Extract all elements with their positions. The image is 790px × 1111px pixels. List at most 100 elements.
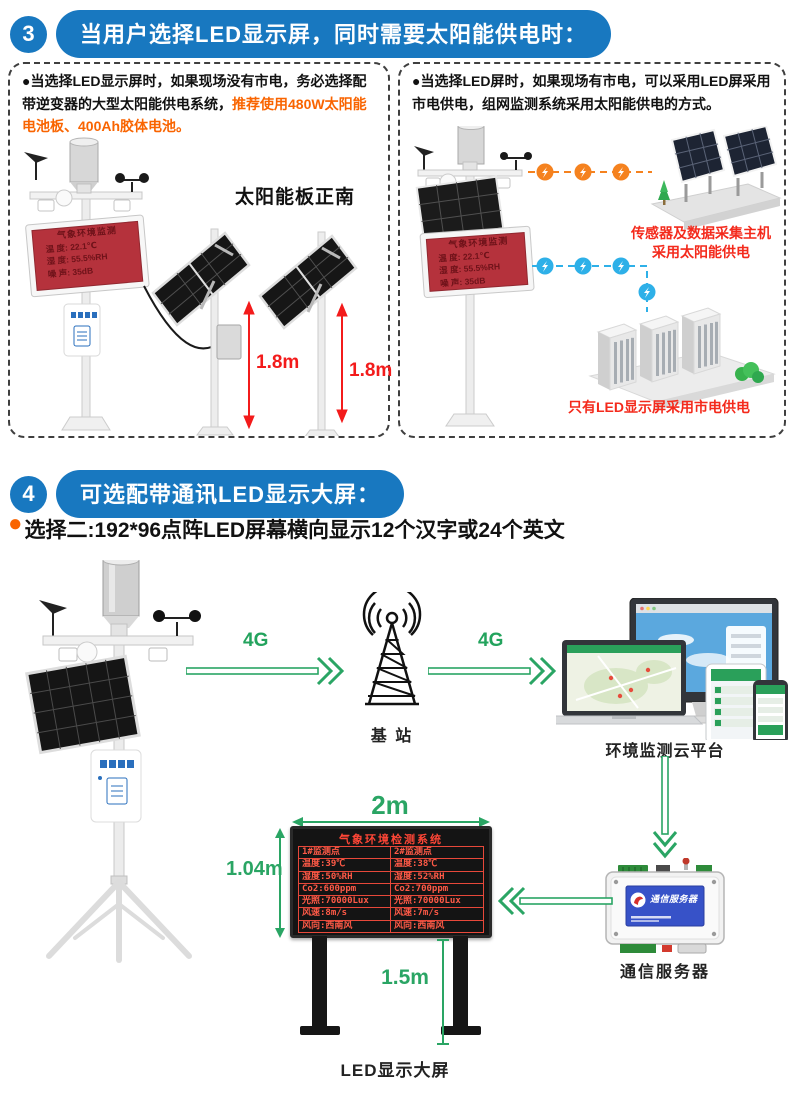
led-cell: 光照:70000Lux [299, 896, 391, 909]
base-station-icon [362, 592, 422, 706]
height-arrow [275, 828, 285, 938]
lightning-icon [618, 261, 624, 272]
led-cell: 湿度:50%RH [299, 871, 391, 884]
lightning-icon [618, 167, 624, 178]
note-text: 当选择LED显示屏时，如果现场没有市电，务必选择配带逆变器的大型太阳能供电系统， [22, 73, 367, 112]
section4-title: 可选配带通讯LED显示大屏： [56, 470, 405, 518]
wind-vane-icon [24, 152, 48, 163]
phone-icon [753, 680, 788, 740]
led-foot-right [441, 1026, 481, 1035]
base-station-label: 基 站 [370, 728, 414, 745]
led-screen-small [419, 225, 535, 298]
networked-station-illustration [414, 126, 782, 427]
weather-station-large [25, 560, 201, 963]
rain-gauge-icon [457, 126, 485, 165]
led-cell: 温度:38℃ [391, 859, 483, 872]
led-cell: 风向:西南风 [394, 920, 445, 931]
green-arrow-right-2 [428, 656, 557, 686]
led-pole-left [312, 936, 327, 1028]
cloud-platform-label: 环境监测云平台 [605, 743, 725, 760]
cloud-platform-icon [556, 598, 788, 740]
height-arrow-2 [336, 302, 348, 424]
subtitle-bullet: ● [8, 510, 23, 537]
width-arrow [292, 817, 490, 827]
note-highlight: 推荐使用480W太阳能电池板、400Ah胶体电池。 [22, 95, 367, 135]
height-arrow-1 [243, 300, 255, 430]
dimension-width-label: 2m [371, 790, 409, 820]
led-col2-header: 2#监测点 [391, 847, 483, 860]
section3-title: 当用户选择LED显示屏，同时需要太阳能供电时： [56, 10, 612, 58]
note-text: 当选择LED屏时，如果现场有市电，可以采用LED屏采用市电供电，组网监测系统采用… [412, 73, 771, 112]
led-foot-left [300, 1026, 340, 1035]
weather-station-led [24, 137, 150, 431]
green-arrow-left [498, 886, 613, 916]
lightning-icon [580, 167, 586, 178]
led-cell: 风速:8m/s [299, 908, 391, 921]
power-line-solar [528, 163, 652, 181]
led-big-screen: 气象环境检测系统 1#监测点 2#监测点 温度:39℃ 温度:38℃ 湿度:50… [290, 826, 492, 938]
dimension-height-label: 1.04m [226, 858, 283, 880]
pole-measure-line [437, 939, 449, 1045]
green-arrow-right-1 [186, 656, 345, 686]
solar-panel-icon [670, 128, 726, 184]
wind-vane-icon [39, 600, 67, 614]
lightning-icon [580, 261, 586, 272]
anemometer-icon [500, 152, 508, 160]
solar-panel-icon [415, 175, 505, 241]
rain-gauge-icon [102, 560, 140, 617]
green-arrow-down [652, 756, 678, 859]
lightning-icon [644, 287, 650, 298]
led-screen-small [25, 214, 150, 298]
tripod-legs [46, 879, 192, 963]
led-cell: 风速:7m/s [391, 908, 483, 921]
solar-panel-pole-2 [258, 231, 358, 436]
section4-subtitle: 选择二:192*96点阵LED屏幕横向显示12个汉字或24个英文 [24, 519, 565, 542]
section3-left-panel: ●当选择LED显示屏时，如果现场没有市电，务必选择配带逆变器的大型太阳能供电系统… [8, 62, 393, 438]
wind-vane-icon [414, 146, 434, 156]
led-col1-header: 1#监测点 [299, 847, 391, 860]
laptop-icon [556, 640, 704, 725]
link1-label: 4G [243, 630, 269, 651]
led-big-screen-label: LED显示大屏 [340, 1061, 450, 1080]
note-bullet: ● [22, 73, 31, 89]
solar-panel-icon [722, 126, 778, 178]
solar-panel-pole-1 [151, 228, 251, 436]
solar-station-illustration [24, 137, 358, 436]
power-line-mains [532, 257, 656, 312]
lightning-icon [542, 167, 548, 178]
led-cell: 风向:西南风 [299, 920, 391, 933]
left-panel-note: ●当选择LED显示屏时，如果现场没有市电，务必选择配带逆变器的大型太阳能供电系统… [22, 70, 378, 138]
height-measure-2: 1.8m [349, 360, 393, 381]
led-screen-text: 气象环境监测 温 度: 22.1℃ 湿 度: 55.5%RH 噪 声: 35dB [438, 235, 509, 289]
led-cell: Co2:700ppm [391, 884, 483, 897]
right-panel-note: ●当选择LED屏时，如果现场有市电，可以采用LED屏采用市电供电，组网监测系统采… [412, 70, 772, 115]
comm-server-device-label: 通信服务器 [650, 894, 698, 904]
section4-subtitle-row: ● 选择二:192*96点阵LED屏幕横向显示12个汉字或24个英文 [8, 510, 565, 544]
antenna-icon [682, 858, 690, 865]
height-measure-1: 1.8m [256, 352, 300, 373]
link2-label: 4G [478, 630, 504, 651]
junction-box [216, 324, 242, 360]
solar-power-caption: 传感器及数据采集主机 采用太阳能供电 [631, 225, 771, 260]
pole-height-label: 1.5m [381, 966, 429, 989]
led-screen-text: 气象环境监测 温 度: 22.1℃ 湿 度: 55.5%RH 噪 声: 35dB [45, 225, 118, 279]
led-cell: 温度:39℃ [299, 859, 391, 872]
section3-badge: 3 [10, 15, 47, 53]
mains-power-caption: 只有LED显示屏采用市电供电 [568, 399, 750, 415]
weather-station-solar [414, 126, 535, 427]
ground-solar-array [650, 126, 782, 230]
rain-gauge-icon [69, 141, 99, 183]
led-cell: 光照:70000Lux [391, 896, 483, 909]
lightning-icon [542, 261, 548, 272]
solar-panel-icon [25, 654, 141, 755]
comm-server-label: 通信服务器 [619, 964, 710, 981]
panel-direction-label: 太阳能板正南 [234, 187, 355, 208]
buildings-illustration [588, 307, 776, 410]
anemometer-icon [115, 173, 125, 183]
section3-header: 3 当用户选择LED显示屏，同时需要太阳能供电时： [10, 10, 612, 58]
comm-server-icon [605, 858, 725, 954]
section3-right-panel: ●当选择LED屏时，如果现场有市电，可以采用LED屏采用市电供电，组网监测系统采… [398, 62, 786, 438]
led-data-table: 1#监测点 2#监测点 温度:39℃ 温度:38℃ 湿度:50%RH 湿度:52… [298, 846, 484, 934]
tablet-icon [705, 663, 767, 740]
